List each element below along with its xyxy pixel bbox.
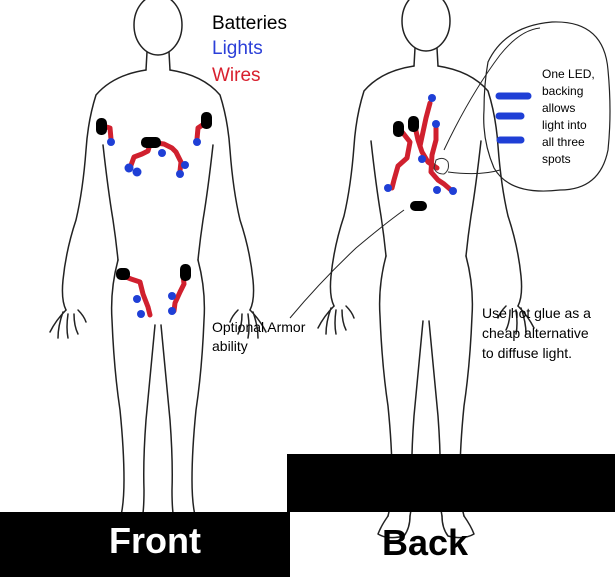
battery-icon <box>116 268 130 280</box>
legend-batteries: Batteries <box>212 13 287 34</box>
light-icon <box>132 167 142 177</box>
callout-leader-bottom <box>447 169 501 175</box>
led-note-line: One LED, <box>542 67 595 81</box>
wire-front-left-leg <box>118 272 153 318</box>
back-batteries <box>393 116 427 211</box>
back-wiring <box>384 94 457 211</box>
wire-back-top <box>417 100 433 149</box>
legend-wires: Wires <box>212 65 261 86</box>
light-icon <box>384 184 392 192</box>
light-icon <box>176 170 184 178</box>
wire-back-right <box>428 125 454 193</box>
light-icon <box>428 94 436 102</box>
led-note-line: all three <box>542 135 585 149</box>
battery-icon <box>393 121 404 137</box>
led-callout-text: One LED, backing allows light into all t… <box>542 67 595 166</box>
front-label: Front <box>109 520 201 561</box>
battery-icon <box>410 201 427 211</box>
light-icon <box>433 186 441 194</box>
led-note-line: spots <box>542 152 571 166</box>
battery-icon <box>408 116 419 132</box>
back-floor-bar <box>287 454 615 512</box>
light-icon <box>418 155 426 163</box>
armor-note-line: ability <box>212 338 248 354</box>
light-icon <box>124 163 134 173</box>
back-lights <box>384 94 457 195</box>
battery-icon <box>201 112 212 129</box>
callout-sample-lights <box>495 92 532 144</box>
light-icon <box>137 310 145 318</box>
wire-front-chest-left <box>127 141 153 171</box>
light-icon <box>133 295 141 303</box>
back-wires <box>389 100 454 193</box>
light-icon <box>181 161 189 169</box>
armor-leader-line <box>289 209 405 319</box>
glue-note-line: cheap alternative <box>482 325 589 341</box>
hot-glue-blob <box>433 157 449 175</box>
battery-icon <box>180 264 191 281</box>
light-icon <box>107 138 115 146</box>
callout-leader-top <box>443 27 541 151</box>
light-icon <box>158 149 166 157</box>
light-icon <box>449 187 457 195</box>
front-label-bar <box>0 512 290 577</box>
front-batteries <box>96 112 212 281</box>
light-icon <box>432 120 440 128</box>
led-note-line: backing <box>542 84 583 98</box>
light-icon <box>193 138 201 146</box>
back-label: Back <box>382 522 469 563</box>
armor-note-line: Optional Armor <box>212 319 306 335</box>
glue-note-line: Use hot glue as a <box>482 305 591 321</box>
led-note-line: light into <box>542 118 587 132</box>
battery-icon <box>96 118 107 135</box>
glue-note-line: to diffuse light. <box>482 345 572 361</box>
led-note-line: allows <box>542 101 575 115</box>
front-wires <box>100 119 210 318</box>
battery-icon <box>141 137 161 148</box>
front-lights <box>107 138 201 318</box>
wire-back-left <box>389 125 413 191</box>
light-icon <box>168 307 176 315</box>
front-wiring <box>96 112 212 318</box>
led-callout-circle <box>483 21 611 192</box>
light-icon <box>168 292 176 300</box>
legend-lights: Lights <box>212 38 263 59</box>
